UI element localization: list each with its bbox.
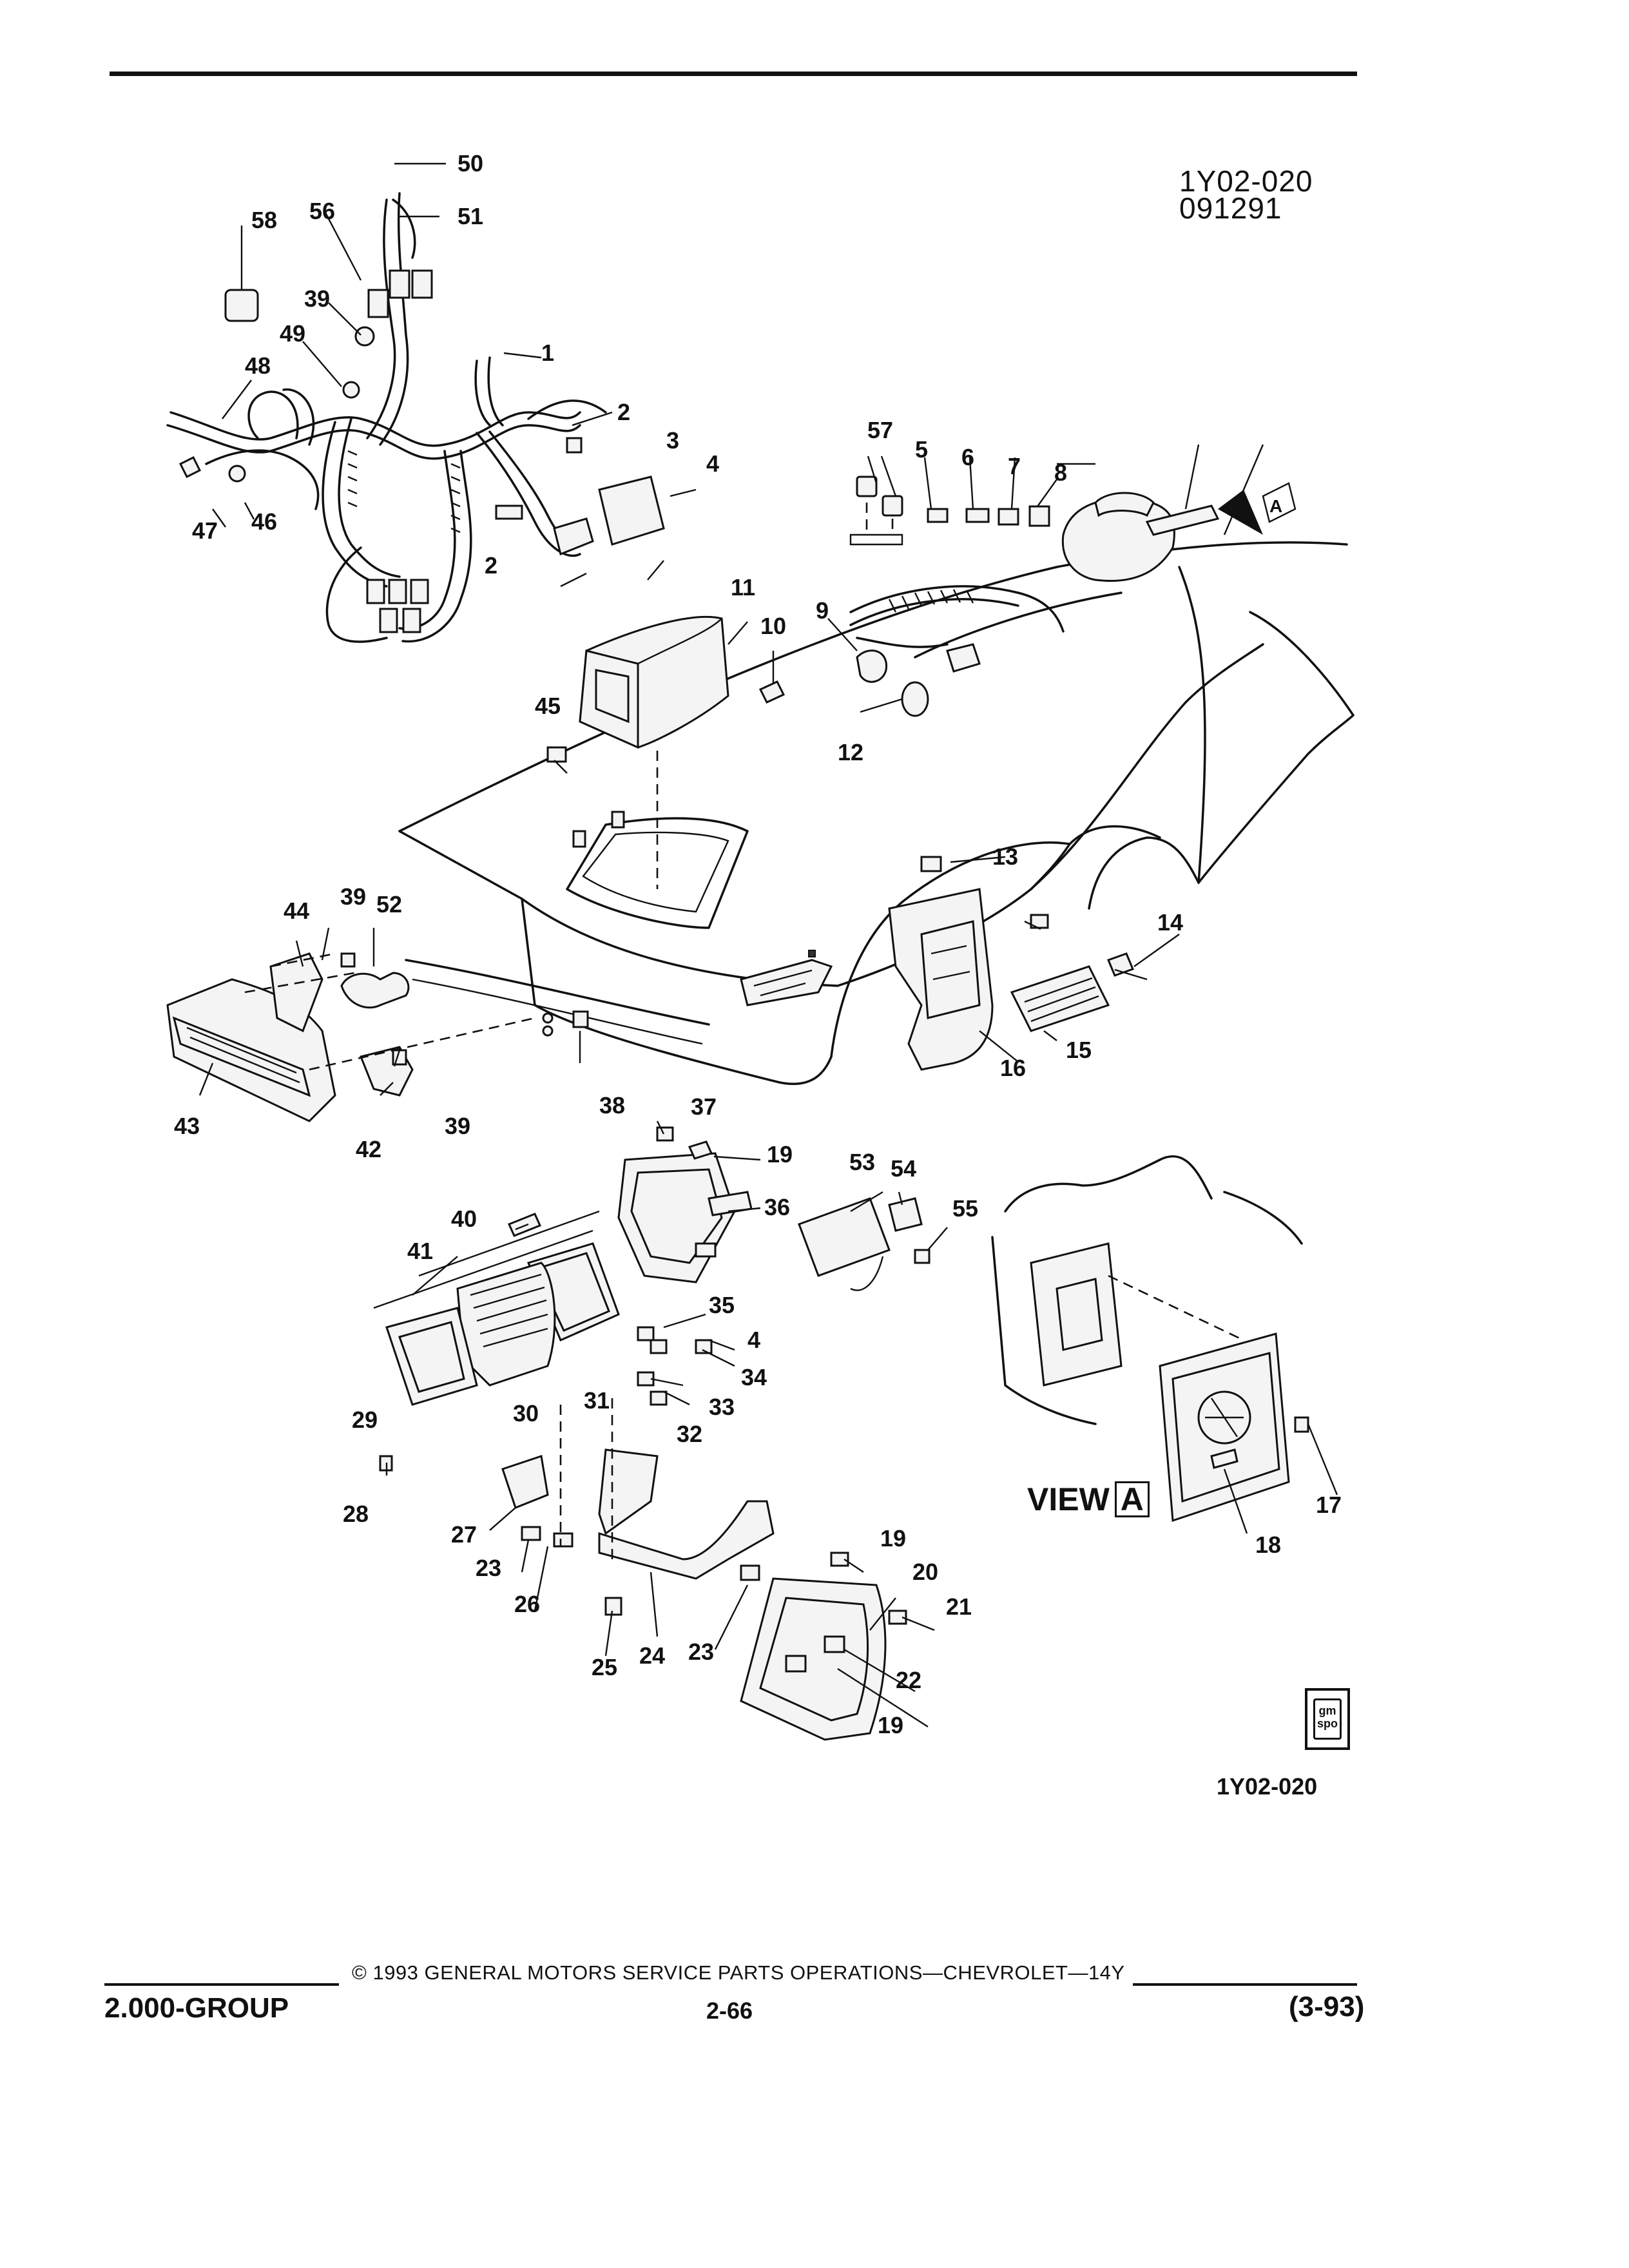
part-label-33: 33 (709, 1394, 735, 1420)
part-label-4b: 4 (747, 1327, 760, 1353)
part-label-57: 57 (867, 417, 893, 443)
fog-lamp-assembly (166, 952, 589, 1122)
part-label-24: 24 (639, 1642, 665, 1669)
part-label-56: 56 (309, 198, 335, 224)
part-number-labels: 50 51 58 56 39 49 48 1 2 3 4 2 47 46 57 … (174, 150, 1342, 1738)
part-label-46: 46 (251, 508, 277, 535)
part-label-30: 30 (513, 1400, 539, 1427)
part-label-14: 14 (1157, 909, 1183, 936)
part-label-53: 53 (849, 1149, 875, 1175)
part-label-3: 3 (666, 427, 679, 454)
part-label-11: 11 (731, 574, 755, 601)
leader-lines (198, 162, 1338, 1728)
part-label-35: 35 (709, 1292, 735, 1318)
part-label-39c: 39 (445, 1113, 470, 1139)
part-label-31: 31 (584, 1387, 610, 1414)
part-label-37: 37 (691, 1093, 717, 1120)
part-label-2a: 2 (617, 399, 630, 425)
part-label-4a: 4 (706, 450, 719, 477)
part-label-18: 18 (1255, 1532, 1281, 1558)
part-label-21: 21 (946, 1593, 972, 1620)
part-label-1: 1 (541, 340, 554, 366)
part-label-50: 50 (458, 150, 483, 177)
car-front-body (398, 541, 1354, 1085)
headlamp-housing-11 (579, 616, 729, 889)
part-label-39b: 39 (340, 883, 366, 910)
part-label-36: 36 (764, 1194, 790, 1220)
part-label-23a: 23 (476, 1555, 501, 1581)
part-label-39a: 39 (304, 285, 330, 312)
view-a-detail (991, 1155, 1309, 1523)
footer-rule-left (104, 1983, 339, 1986)
part-label-49: 49 (280, 320, 305, 347)
part-label-42: 42 (356, 1136, 381, 1162)
drawing-code: 1Y02-020 (1179, 164, 1313, 198)
part-label-19c: 19 (878, 1712, 903, 1738)
part-label-23b: 23 (688, 1639, 714, 1665)
figure-code: 1Y02-020 (1217, 1773, 1318, 1800)
top-rule (110, 72, 1357, 76)
part-label-6: 6 (961, 444, 974, 470)
part-label-54: 54 (891, 1155, 916, 1182)
part-label-40: 40 (451, 1206, 477, 1232)
part-label-7: 7 (1008, 453, 1021, 479)
part-label-58: 58 (251, 207, 277, 233)
part-label-48: 48 (245, 352, 271, 379)
part-label-16: 16 (1000, 1055, 1026, 1081)
part-label-41: 41 (407, 1238, 433, 1264)
revision-date: (3-93) (1289, 1991, 1365, 2023)
svg-text:A: A (1269, 496, 1282, 516)
part-label-44: 44 (284, 898, 309, 924)
view-letter-box: A (1114, 1481, 1150, 1517)
part-label-52: 52 (376, 891, 402, 918)
headlamp-bezel-20 (740, 1552, 907, 1741)
part-label-8: 8 (1054, 459, 1067, 486)
part-label-45: 45 (535, 693, 561, 719)
part-label-43: 43 (174, 1113, 200, 1139)
side-marker-assembly (888, 856, 1148, 1071)
part-label-12: 12 (838, 739, 863, 765)
part-label-19b: 19 (880, 1525, 906, 1552)
part-label-2b: 2 (485, 552, 497, 579)
part-label-22: 22 (896, 1667, 921, 1693)
headlamp-module-53 (798, 1197, 930, 1291)
gm-spo-logo: gm spo (1305, 1688, 1350, 1750)
gm-spo-logo-text: gm spo (1313, 1698, 1342, 1740)
part-label-9: 9 (816, 597, 829, 624)
part-label-15: 15 (1066, 1037, 1092, 1063)
part-label-32: 32 (677, 1421, 702, 1447)
part-label-34: 34 (741, 1364, 767, 1390)
part-label-26: 26 (514, 1591, 540, 1617)
part-label-13: 13 (992, 843, 1018, 870)
part-label-51: 51 (458, 203, 483, 229)
part-label-25: 25 (592, 1654, 617, 1680)
part-label-47: 47 (192, 517, 218, 544)
part-label-29: 29 (352, 1407, 378, 1433)
page-number: 2-66 (706, 1997, 753, 2024)
part-label-17: 17 (1316, 1492, 1342, 1518)
part-label-5: 5 (915, 436, 928, 463)
part-label-10: 10 (760, 613, 786, 639)
headlamp-stack (373, 1126, 753, 1472)
part-label-27: 27 (451, 1521, 477, 1548)
copyright-notice: © 1993 GENERAL MOTORS SERVICE PARTS OPER… (352, 1961, 1125, 1984)
part-label-19a: 19 (767, 1141, 793, 1168)
part-label-28: 28 (343, 1501, 369, 1527)
part-label-38: 38 (599, 1092, 625, 1119)
part-label-20: 20 (912, 1559, 938, 1585)
headlamp-motor-assembly: A (849, 444, 1296, 582)
footer-rule-right (1133, 1983, 1357, 1986)
fasteners-misc (546, 680, 786, 848)
wiring-harness (166, 192, 665, 643)
group-number: 2.000-GROUP (104, 1992, 289, 2024)
date-code: 091291 (1179, 191, 1282, 225)
part-label-55: 55 (952, 1195, 978, 1222)
mounting-brackets (501, 1398, 775, 1616)
view-label-text: VIEW (1027, 1481, 1110, 1517)
